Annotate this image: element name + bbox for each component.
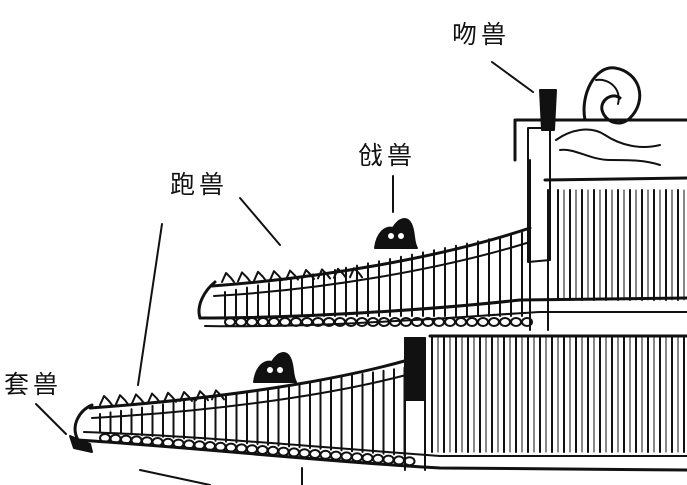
lower-post-block: [404, 337, 426, 401]
tile-end: [444, 317, 456, 327]
upper-hip-ridge: [210, 226, 532, 288]
tile-end: [361, 453, 374, 463]
running-beast: [237, 271, 251, 283]
tile-end: [319, 449, 332, 460]
running-beast: [131, 393, 145, 405]
upper-eave-edge-2: [204, 311, 687, 328]
running-beast: [285, 269, 299, 281]
tile-end: [521, 317, 533, 327]
label-taoshou: 套兽: [4, 370, 63, 399]
tile-end: [340, 451, 353, 462]
leader-wenshou: [491, 61, 534, 93]
tile-end: [330, 450, 342, 461]
label-qiangshou: 戗兽: [358, 141, 417, 170]
running-beast: [179, 391, 193, 402]
running-beast: [253, 270, 267, 282]
running-beast: [115, 394, 129, 406]
tile-end: [372, 453, 384, 464]
running-beast: [221, 272, 235, 283]
tile-end: [499, 317, 511, 327]
tile-end: [246, 317, 258, 327]
ridge-block: [527, 127, 551, 263]
upper-roof-tiles: [224, 231, 533, 327]
tile-end: [393, 455, 405, 466]
lower-hip-ridge-2: [91, 373, 411, 419]
taoshou-block: [69, 435, 93, 453]
leader-taoshou: [35, 403, 67, 435]
running-beast: [269, 270, 283, 282]
lower-eave-edge-2: [83, 431, 687, 457]
upper-ridge-beast: [374, 218, 418, 249]
tile-end: [309, 449, 321, 459]
tile-end: [488, 317, 500, 327]
upper-eave-edge: [198, 296, 687, 320]
tile-end: [345, 317, 357, 327]
tile-end: [256, 445, 269, 455]
right-tile-wall: [428, 189, 687, 453]
tile-end: [268, 317, 280, 327]
running-beast: [349, 267, 363, 279]
label-wenshou: 吻兽: [452, 20, 511, 49]
tile-end: [455, 317, 467, 327]
running-beast: [163, 391, 177, 403]
label-paoshou: 跑兽: [170, 170, 229, 199]
tile-end: [298, 448, 311, 459]
tile-end: [257, 317, 269, 327]
tile-end: [510, 317, 522, 327]
running-beast: [211, 389, 225, 401]
running-beast: [99, 395, 113, 406]
upper-hip-ridge-2: [213, 241, 531, 297]
tile-end: [288, 447, 300, 458]
lower-eave-tip: [73, 403, 94, 442]
leader-paoshou-2: [137, 223, 163, 386]
tile-end: [382, 454, 395, 465]
lower-running-beasts: [99, 389, 225, 406]
tile-end: [235, 317, 247, 327]
tile-end: [267, 445, 279, 456]
tile-end: [477, 317, 489, 327]
running-beast: [333, 267, 347, 279]
lower-ridge-beast: [253, 352, 297, 383]
tile-end: [351, 452, 363, 463]
upper-hall-post: [529, 159, 549, 331]
running-beast: [317, 268, 331, 280]
lower-hip-ridge: [88, 358, 410, 410]
chiwen-ornament: [539, 66, 661, 166]
lower-eave-edge: [76, 438, 687, 472]
leader-paoshou: [239, 197, 281, 246]
running-beast: [195, 390, 209, 402]
tile-end: [466, 317, 478, 327]
leader-bottom: [139, 467, 303, 485]
upper-eave-tip: [197, 280, 217, 320]
running-beast: [147, 392, 161, 404]
running-beast: [301, 269, 315, 280]
upper-running-beasts: [221, 267, 363, 283]
tile-end: [277, 446, 290, 457]
